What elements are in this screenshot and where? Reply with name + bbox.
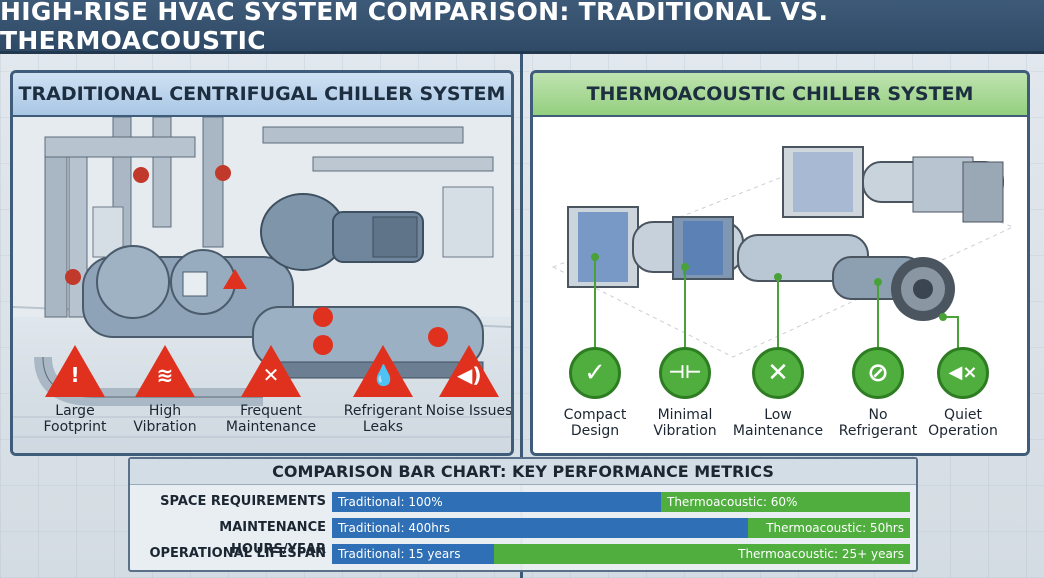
thermoacoustic-bar-label: Thermoacoustic: 60% [667,495,798,509]
traditional-bar-label: Traditional: 15 years [338,547,461,561]
bar-category-label: OPERATIONAL LIFESPAN [149,546,326,561]
droplet-icon: 💧 [353,345,413,397]
traditional-bar: Traditional: 15 years [332,544,494,564]
exclamation-icon: ! [45,345,105,397]
center-divider [520,54,523,578]
thermoacoustic-chiller-drawing [551,146,1015,358]
title-bar: HIGH-RISE HVAC SYSTEM COMPARISON: TRADIT… [0,0,1044,55]
no-refrigerant-icon: ⊘ [852,347,904,399]
bar-track: Traditional: 400hrs Thermoacoustic: 50hrs [332,518,910,538]
mute-speaker-icon: ◀× [937,347,989,399]
traditional-panel-title: TRADITIONAL CENTRIFUGAL CHILLER SYSTEM [18,83,506,105]
bar-row: MAINTENANCE HOURS/YEAR Traditional: 400hr… [130,517,916,557]
issue-refrigerant-leaks: 💧 Refrigerant Leaks [335,345,431,435]
thermoacoustic-bar: Thermoacoustic: 25+ years [494,544,910,564]
page-title: HIGH-RISE HVAC SYSTEM COMPARISON: TRADIT… [0,0,829,55]
speaker-icon: ◀) [439,345,499,397]
thermoacoustic-panel-header: THERMOACOUSTIC CHILLER SYSTEM [533,73,1027,117]
chart-title: COMPARISON BAR CHART: KEY PERFORMANCE ME… [130,459,916,485]
issue-noise: ◀) Noise Issues [421,345,511,419]
traditional-chiller-illustration: ! Large Footprint ≋ High Vibration ✕ Fre… [13,116,511,453]
issue-high-vibration: ≋ High Vibration [117,345,213,435]
vibration-icon: ≋ [135,345,195,397]
checkmark-icon: ✓ [569,347,621,399]
traditional-bar: Traditional: 100% [332,492,661,512]
wrench-icon: ✕ [241,345,301,397]
benefit-low-maintenance: ✕ Low Maintenance [728,347,828,439]
issue-frequent-maintenance: ✕ Frequent Maintenance [223,345,319,435]
thermoacoustic-bar-label: Thermoacoustic: 50hrs [766,521,904,535]
benefit-minimal-vibration: ⊣⊢ Minimal Vibration [635,347,735,439]
tools-icon: ✕ [752,347,804,399]
bar-category-label: SPACE REQUIREMENTS [160,494,326,509]
flat-wave-icon: ⊣⊢ [659,347,711,399]
bar-category-label: MAINTENANCE HOURS/YEAR [219,520,326,557]
traditional-bar-label: Traditional: 100% [338,495,443,509]
traditional-bar-label: Traditional: 400hrs [338,521,451,535]
bar-row: SPACE REQUIREMENTS Traditional: 100% Therm… [130,491,916,513]
traditional-panel-header: TRADITIONAL CENTRIFUGAL CHILLER SYSTEM [13,73,511,117]
benefit-no-refrigerant: ⊘ No Refrigerant [828,347,928,439]
thermoacoustic-panel-title: THERMOACOUSTIC CHILLER SYSTEM [586,83,974,105]
traditional-panel: TRADITIONAL CENTRIFUGAL CHILLER SYSTEM [10,70,514,456]
thermoacoustic-chiller-illustration: ✓ Compact Design ⊣⊢ Minimal Vibration ✕ … [533,117,1027,453]
bar-track: Traditional: 15 years Thermoacoustic: 25+… [332,544,910,564]
centrifugal-chiller-drawing [13,116,511,438]
issue-large-footprint: ! Large Footprint [27,345,123,435]
bar-row: OPERATIONAL LIFESPAN Traditional: 15 year… [130,543,916,565]
traditional-bar: Traditional: 400hrs [332,518,748,538]
comparison-bar-chart: COMPARISON BAR CHART: KEY PERFORMANCE ME… [128,457,918,572]
thermoacoustic-panel: THERMOACOUSTIC CHILLER SYSTEM [530,70,1030,456]
thermoacoustic-bar: Thermoacoustic: 60% [661,492,910,512]
thermoacoustic-bar-label: Thermoacoustic: 25+ years [738,547,904,561]
thermoacoustic-bar: Thermoacoustic: 50hrs [748,518,910,538]
benefit-quiet-operation: ◀× Quiet Operation [913,347,1013,439]
benefit-compact-design: ✓ Compact Design [545,347,645,439]
bar-track: Traditional: 100% Thermoacoustic: 60% [332,492,910,512]
